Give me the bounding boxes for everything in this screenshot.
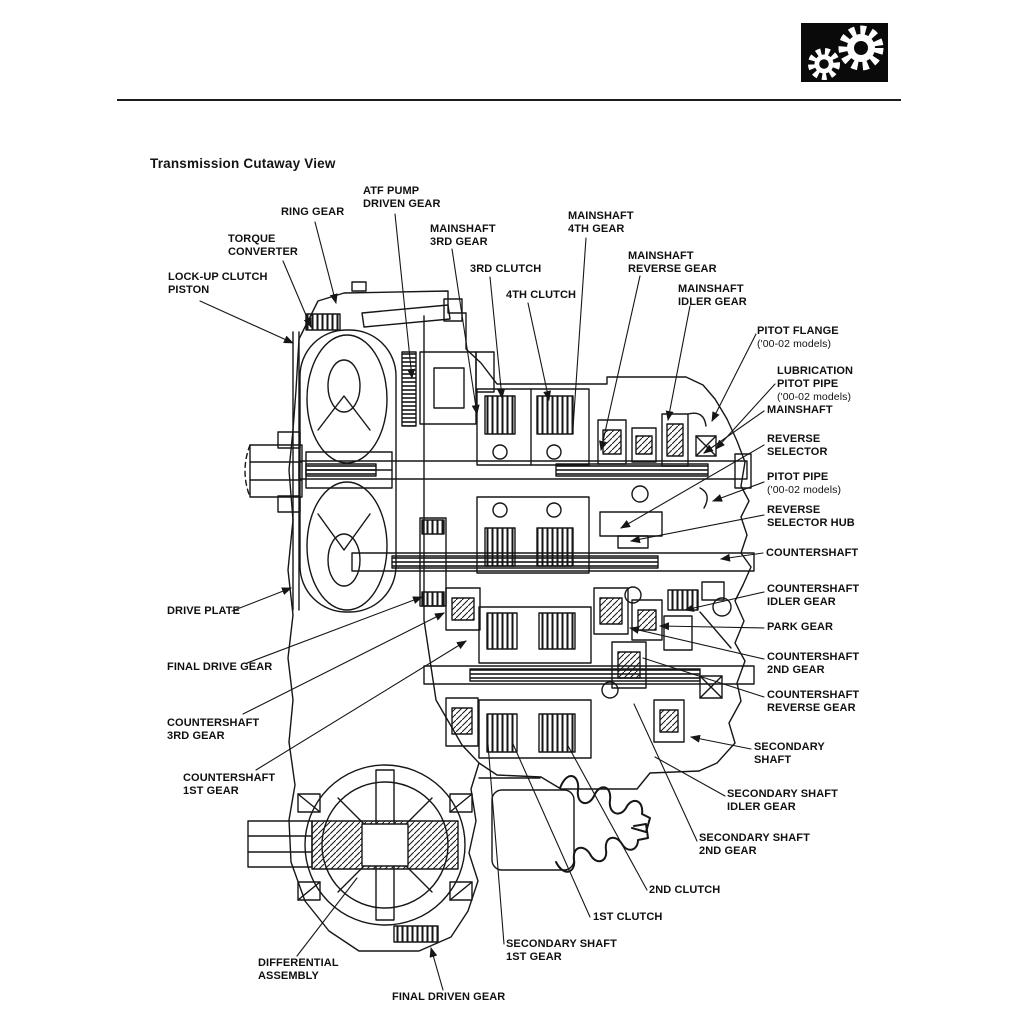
drive-plate	[244, 431, 303, 513]
gears-icon	[801, 23, 888, 82]
label-reverse-selector-hub: REVERSE SELECTOR HUB	[767, 504, 855, 530]
label-2nd-clutch: 2ND CLUTCH	[649, 884, 720, 897]
label-text: PITOT PIPE	[767, 471, 829, 483]
label-text: COUNTERSHAFT REVERSE GEAR	[767, 689, 860, 715]
label-drive-plate: DRIVE PLATE	[167, 605, 240, 618]
label-text: FINAL DRIVE GEAR	[167, 661, 273, 673]
label-text: COUNTERSHAFT 3RD GEAR	[167, 717, 260, 743]
label-countershaft-3rd-gear: COUNTERSHAFT 3RD GEAR	[167, 717, 259, 743]
label-torque-converter: TORQUE CONVERTER	[228, 233, 298, 259]
label-lubrication-pitot-pipe: LUBRICATION PITOT PIPE('00-02 models)	[777, 365, 853, 404]
label-text: DIFFERENTIAL ASSEMBLY	[258, 957, 339, 983]
label-text: COUNTERSHAFT 2ND GEAR	[767, 651, 860, 677]
label-text: MAINSHAFT	[767, 404, 833, 416]
label-countershaft-idler-gear: COUNTERSHAFT IDLER GEAR	[767, 583, 859, 609]
label-text: SECONDARY SHAFT IDLER GEAR	[727, 788, 838, 814]
mainshaft-assembly	[298, 388, 752, 574]
label-text: PARK GEAR	[767, 621, 834, 633]
label-4th-clutch: 4TH CLUTCH	[506, 289, 576, 302]
label-text: MAINSHAFT 3RD GEAR	[430, 223, 496, 249]
label-text: MAINSHAFT 4TH GEAR	[568, 210, 634, 236]
label-text: 2ND CLUTCH	[649, 884, 721, 896]
label-text: REVERSE SELECTOR	[767, 433, 828, 459]
gears-icon-art	[808, 25, 884, 80]
label-text: DRIVE PLATE	[167, 605, 241, 617]
label-note: ('00-02 models)	[777, 391, 852, 404]
label-text: REVERSE SELECTOR HUB	[767, 504, 855, 530]
label-text: ATF PUMP DRIVEN GEAR	[363, 185, 441, 211]
label-text: COUNTERSHAFT IDLER GEAR	[767, 583, 860, 609]
cv-boot	[478, 775, 651, 873]
label-countershaft: COUNTERSHAFT	[766, 547, 858, 560]
label-note: ('00-02 models)	[767, 484, 842, 497]
label-park-gear: PARK GEAR	[767, 621, 833, 634]
label-text: 1ST CLUTCH	[593, 911, 663, 923]
label-countershaft-reverse-gear: COUNTERSHAFT REVERSE GEAR	[767, 689, 859, 715]
label-1st-clutch: 1ST CLUTCH	[593, 911, 662, 924]
differential-assembly-art	[247, 764, 473, 943]
atf-pump	[361, 298, 495, 427]
torque-converter	[292, 313, 397, 613]
label-text: SECONDARY SHAFT	[754, 741, 825, 767]
label-text: PITOT FLANGE	[757, 325, 839, 337]
label-final-driven-gear: FINAL DRIVEN GEAR	[392, 991, 505, 1004]
leader-lines	[199, 213, 776, 991]
label-mainshaft-reverse-gear: MAINSHAFT REVERSE GEAR	[628, 250, 717, 276]
label-text: LUBRICATION PITOT PIPE	[777, 365, 854, 391]
label-mainshaft-idler-gear: MAINSHAFT IDLER GEAR	[678, 283, 747, 309]
label-atf-pump-driven-gear: ATF PUMP DRIVEN GEAR	[363, 185, 441, 211]
page-title-text: Transmission Cutaway View	[150, 156, 336, 171]
label-final-drive-gear: FINAL DRIVE GEAR	[167, 661, 272, 674]
label-text: TORQUE CONVERTER	[228, 233, 298, 259]
label-text: MAINSHAFT IDLER GEAR	[678, 283, 747, 309]
label-countershaft-2nd-gear: COUNTERSHAFT 2ND GEAR	[767, 651, 859, 677]
label-text: LOCK-UP CLUTCH PISTON	[168, 271, 268, 297]
label-text: 3RD CLUTCH	[470, 263, 542, 275]
label-3rd-clutch: 3RD CLUTCH	[470, 263, 541, 276]
label-ring-gear: RING GEAR	[281, 206, 344, 219]
label-mainshaft-3rd-gear: MAINSHAFT 3RD GEAR	[430, 223, 496, 249]
label-secondary-shaft-1st-gear: SECONDARY SHAFT 1ST GEAR	[506, 938, 617, 964]
label-pitot-pipe: PITOT PIPE('00-02 models)	[767, 471, 841, 497]
header-rule	[117, 99, 901, 101]
label-text: 4TH CLUTCH	[506, 289, 577, 301]
label-text: SECONDARY SHAFT 1ST GEAR	[506, 938, 617, 964]
label-text: MAINSHAFT REVERSE GEAR	[628, 250, 717, 276]
label-secondary-shaft-idler-gear: SECONDARY SHAFT IDLER GEAR	[727, 788, 838, 814]
label-countershaft-1st-gear: COUNTERSHAFT 1ST GEAR	[183, 772, 275, 798]
label-text: FINAL DRIVEN GEAR	[392, 991, 506, 1003]
label-lock-up-clutch-piston: LOCK-UP CLUTCH PISTON	[168, 271, 268, 297]
page-title: Transmission Cutaway View	[150, 156, 336, 171]
label-text: RING GEAR	[281, 206, 345, 218]
label-differential-assembly: DIFFERENTIAL ASSEMBLY	[258, 957, 339, 983]
label-secondary-shaft: SECONDARY SHAFT	[754, 741, 825, 767]
label-note: ('00-02 models)	[757, 338, 832, 351]
label-text: COUNTERSHAFT 1ST GEAR	[183, 772, 276, 798]
label-reverse-selector: REVERSE SELECTOR	[767, 433, 828, 459]
label-mainshaft: MAINSHAFT	[767, 404, 833, 417]
label-text: COUNTERSHAFT	[766, 547, 859, 559]
label-pitot-flange: PITOT FLANGE('00-02 models)	[757, 325, 839, 351]
label-text: SECONDARY SHAFT 2ND GEAR	[699, 832, 810, 858]
secondary-shaft-assembly	[423, 606, 755, 759]
label-mainshaft-4th-gear: MAINSHAFT 4TH GEAR	[568, 210, 634, 236]
label-secondary-shaft-2nd-gear: SECONDARY SHAFT 2ND GEAR	[699, 832, 810, 858]
